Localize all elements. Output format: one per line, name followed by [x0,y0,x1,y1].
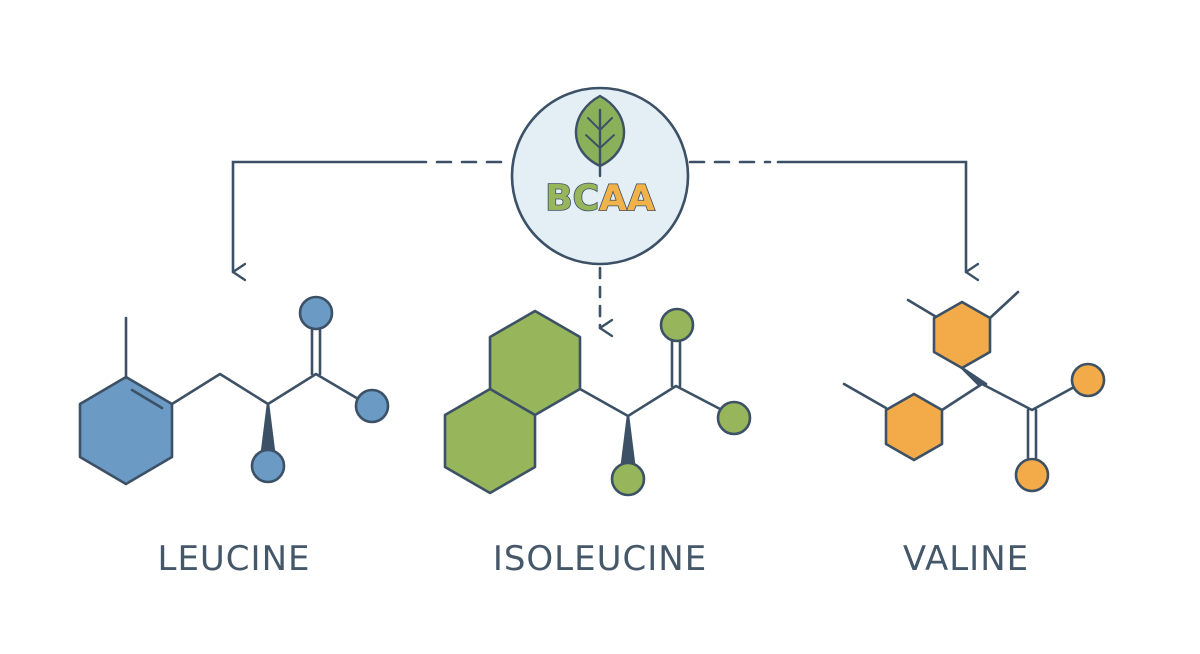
leucine-ring [78,375,174,486]
isoleucine-wedge-bond [620,414,636,466]
valine-atom-right [1070,362,1106,398]
hub-letter-c: C [573,178,599,219]
hub-letter-b: B [545,178,572,219]
hub-letter-a1: A [599,178,627,219]
hub-letter-a2: A [627,178,655,219]
valine-ring-upper [932,300,992,370]
leucine-atom-bottom [250,448,286,484]
isoleucine-molecule [443,307,752,497]
bcaa-hub: BCAA [510,86,690,266]
connector-left-solid [231,160,428,282]
isoleucine-atom-right [716,400,752,436]
valine-methyl-far-left [842,382,888,410]
valine-ring-lower [884,392,944,462]
leucine-molecule [78,295,390,486]
leucine-chain [170,372,362,406]
valine-chain [940,382,1078,412]
isoleucine-atom-bottom [610,461,646,497]
leucine-double-bond [130,388,164,410]
isoleucine-label: ISOLEUCINE [493,539,707,579]
valine-atom-bottom [1014,457,1050,493]
valine-wedge-bond [960,366,988,386]
hub-text: BCAA [545,178,655,219]
connector-right-solid [776,160,980,282]
valine-methyl-left [906,298,940,320]
leucine-wedge-bond [260,402,276,454]
leaf-icon [574,94,626,178]
isoleucine-ring-lower [443,387,537,495]
leucine-label: LEUCINE [158,539,311,579]
valine-label: VALINE [903,539,1029,579]
valine-methyl-right [988,290,1020,320]
valine-molecule [842,290,1106,493]
leucine-atom-right [354,388,390,424]
isoleucine-atom-top [659,307,695,343]
leucine-atom-top [298,295,334,331]
isoleucine-chain [578,384,724,418]
connectors [231,160,980,338]
